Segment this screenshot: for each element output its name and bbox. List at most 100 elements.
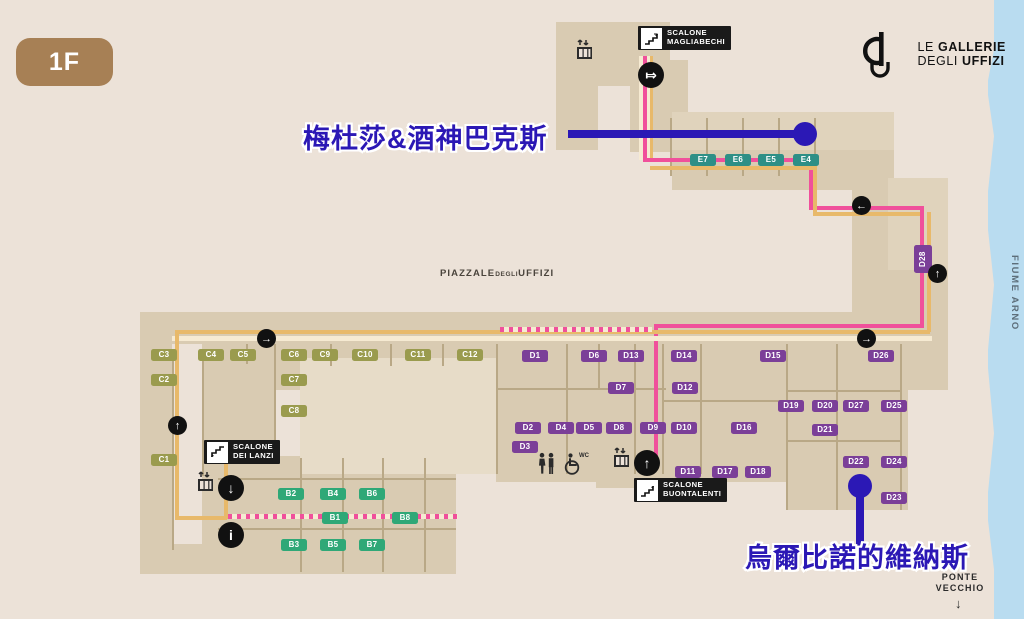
room-tag-B5[interactable]: B5 <box>320 539 346 551</box>
wall-h2 <box>662 400 786 402</box>
sign-line-2: BUONTALENTI <box>663 489 722 498</box>
wall-w8 <box>496 344 498 474</box>
room-tag-D20[interactable]: D20 <box>812 400 838 412</box>
arrow-up-icon-west[interactable]: ↑ <box>168 416 187 435</box>
arrow-left-icon[interactable]: ← <box>852 196 871 215</box>
room-tag-D18[interactable]: D18 <box>745 466 771 478</box>
room-tag-E5[interactable]: E5 <box>758 154 784 166</box>
brand-gallerie: GALLERIE <box>938 40 1006 54</box>
room-tag-C9[interactable]: C9 <box>312 349 338 361</box>
elevator-icon-magliabechi[interactable] <box>575 38 597 62</box>
room-tag-B7[interactable]: B7 <box>359 539 385 551</box>
route-orange-e-horiz2 <box>813 212 920 216</box>
room-tag-D21[interactable]: D21 <box>812 424 838 436</box>
room-tag-D4[interactable]: D4 <box>548 422 574 434</box>
room-tag-D1[interactable]: D1 <box>522 350 548 362</box>
wall-h3 <box>786 390 902 392</box>
arno-river <box>988 0 1024 619</box>
wall-b1 <box>218 478 456 480</box>
arrow-up-icon-buontalenti[interactable]: ↑ <box>634 450 660 476</box>
room-tag-E6[interactable]: E6 <box>725 154 751 166</box>
elevator-icon-buontalenti[interactable] <box>612 446 634 470</box>
room-tag-D23[interactable]: D23 <box>881 492 907 504</box>
route-pink-main <box>654 324 924 328</box>
room-tag-D9[interactable]: D9 <box>640 422 666 434</box>
arrow-right-icon-corridor[interactable]: → <box>257 329 276 348</box>
room-tag-D22[interactable]: D22 <box>843 456 869 468</box>
room-tag-B1[interactable]: B1 <box>322 512 348 524</box>
arrow-right-icon-d-corridor[interactable]: → <box>857 329 876 348</box>
room-tag-C2[interactable]: C2 <box>151 374 177 386</box>
uffizi-monogram-icon <box>856 28 908 80</box>
wall-e1 <box>670 118 672 176</box>
room-tag-C11[interactable]: C11 <box>405 349 431 361</box>
room-tag-D3[interactable]: D3 <box>512 441 538 453</box>
route-orange-south <box>175 516 227 520</box>
room-tag-B8[interactable]: B8 <box>392 512 418 524</box>
ponte-line-2: VECCHIO <box>935 583 985 594</box>
highlight-label-medusa-bacchus[interactable]: 梅杜莎&酒神巴克斯 <box>301 122 548 156</box>
elevator-icon-lanzi[interactable] <box>196 470 218 494</box>
room-tag-D19[interactable]: D19 <box>778 400 804 412</box>
arrow-up-icon-tribuna[interactable]: ↑ <box>928 264 947 283</box>
room-tag-D15[interactable]: D15 <box>760 350 786 362</box>
sign-scalone-dei-lanzi[interactable]: SCALONE DEI LANZI <box>204 440 280 464</box>
room-tag-D13[interactable]: D13 <box>618 350 644 362</box>
ponte-arrow-icon: ↓ <box>955 596 962 611</box>
restroom-icon[interactable] <box>536 452 562 476</box>
room-tag-D14[interactable]: D14 <box>671 350 697 362</box>
room-tag-C3[interactable]: C3 <box>151 349 177 361</box>
room-tag-D10[interactable]: D10 <box>671 422 697 434</box>
room-tag-E4[interactable]: E4 <box>793 154 819 166</box>
room-tag-D12[interactable]: D12 <box>672 382 698 394</box>
mass-north-stub <box>556 22 598 150</box>
info-icon[interactable]: i <box>218 522 244 548</box>
room-tag-B2[interactable]: B2 <box>278 488 304 500</box>
room-tag-C10[interactable]: C10 <box>352 349 378 361</box>
room-tag-D27[interactable]: D27 <box>843 400 869 412</box>
sign-scalone-buontalenti[interactable]: SCALONE BUONTALENTI <box>634 478 728 502</box>
room-tag-D11[interactable]: D11 <box>675 466 701 478</box>
room-tag-C5[interactable]: C5 <box>230 349 256 361</box>
room-tag-D5[interactable]: D5 <box>576 422 602 434</box>
highlight-label-venus-urbino[interactable]: 烏爾比諾的維納斯 <box>743 541 970 575</box>
route-orange-north <box>650 56 653 160</box>
room-tag-B4[interactable]: B4 <box>320 488 346 500</box>
route-pink-e-down <box>809 158 813 210</box>
wall-d1 <box>566 344 568 474</box>
exit-icon[interactable]: ⤇ <box>638 62 664 88</box>
room-tag-D25[interactable]: D25 <box>881 400 907 412</box>
room-tag-D26[interactable]: D26 <box>868 350 894 362</box>
room-tag-D24[interactable]: D24 <box>881 456 907 468</box>
room-tag-D16[interactable]: D16 <box>731 422 757 434</box>
arrow-down-icon-lanzi[interactable]: ↓ <box>218 475 244 501</box>
room-tag-C12[interactable]: C12 <box>457 349 483 361</box>
wall-b2 <box>218 528 456 530</box>
sign-line-1: SCALONE <box>663 480 703 490</box>
sign-scalone-magliabechi[interactable]: SCALONE MAGLIABECHI <box>638 26 731 50</box>
route-pink-north <box>643 56 647 160</box>
room-tag-B6[interactable]: B6 <box>359 488 385 500</box>
room-tag-C1[interactable]: C1 <box>151 454 177 466</box>
floor-badge[interactable]: 1F <box>16 38 113 86</box>
accessible-wc-icon[interactable]: WC <box>563 450 591 476</box>
wall-d4 <box>662 344 664 474</box>
brand-uffizi: UFFIZI <box>962 54 1005 68</box>
room-tag-D8[interactable]: D8 <box>606 422 632 434</box>
room-tag-E7[interactable]: E7 <box>690 154 716 166</box>
room-tag-C6[interactable]: C6 <box>281 349 307 361</box>
brand-wordmark: LE GALLERIE DEGLI UFFIZI <box>917 40 1006 68</box>
sign-line-1: SCALONE <box>233 442 273 452</box>
brand-line-1: LE GALLERIE <box>917 40 1006 54</box>
piazzale-word-1: PIAZZALE <box>440 268 496 279</box>
room-tag-C4[interactable]: C4 <box>198 349 224 361</box>
room-tag-D2[interactable]: D2 <box>515 422 541 434</box>
room-tag-D17[interactable]: D17 <box>712 466 738 478</box>
room-tag-C7[interactable]: C7 <box>281 374 307 386</box>
room-tag-D6[interactable]: D6 <box>581 350 607 362</box>
mass-center-pale <box>300 358 496 474</box>
room-tag-B3[interactable]: B3 <box>281 539 307 551</box>
room-tag-D7[interactable]: D7 <box>608 382 634 394</box>
stairs-up-icon <box>637 479 658 501</box>
room-tag-C8[interactable]: C8 <box>281 405 307 417</box>
